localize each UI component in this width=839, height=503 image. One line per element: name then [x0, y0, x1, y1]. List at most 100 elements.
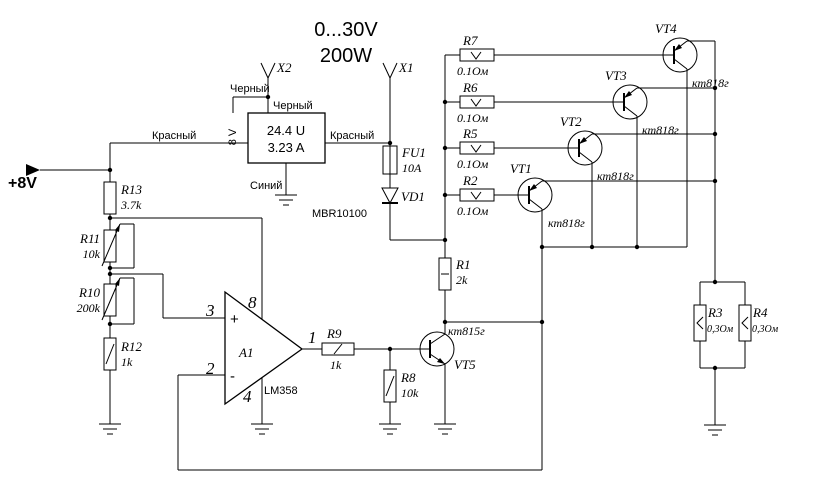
- pin-8-label: 8: [248, 293, 257, 312]
- resistor-r2: R2 0.1Ом: [457, 173, 495, 218]
- transistor-vt5: VT5 кт815г: [419, 324, 485, 372]
- resistor-value: 10k: [83, 247, 101, 261]
- resistor-value: 0.1Ом: [457, 157, 489, 171]
- resistor-value: 2k: [456, 273, 468, 287]
- junction-dots: [107, 85, 718, 371]
- resistor-body: [459, 95, 495, 109]
- resistor-r1: R1 2k: [438, 257, 470, 291]
- wires: [40, 40, 746, 471]
- transistor-part: кт818г: [548, 216, 585, 230]
- potentiometer-r11: R11 10k: [79, 223, 121, 267]
- potentiometer-r10: R10 200k: [77, 277, 121, 321]
- terminal-x2: X2: [260, 60, 292, 79]
- transistor-part: кт818г: [692, 76, 729, 90]
- resistor-body: [103, 337, 117, 371]
- transistor-vt3: VT3 кт818г: [605, 68, 679, 137]
- resistor-value: 1k: [121, 355, 133, 369]
- resistor-r3: R3 0,3Ом: [693, 304, 734, 342]
- input-arrow-icon: [26, 164, 40, 176]
- resistor-ref: R8: [400, 370, 416, 385]
- resistor-ref: R11: [79, 231, 100, 246]
- resistor-body: [383, 369, 397, 403]
- resistor-r4: R4 0,3Ом: [738, 304, 779, 342]
- transistor-vt2: VT2 кт818г: [560, 114, 634, 183]
- wire-label-red-left: Красный: [152, 130, 196, 142]
- resistor-value: 10k: [401, 386, 419, 400]
- transistor-part: кт818г: [642, 123, 679, 137]
- resistor-body: [459, 141, 495, 155]
- diode-symbol: [381, 187, 399, 205]
- transistor-body: [517, 177, 553, 213]
- resistor-r7: R7 0.1Ом: [457, 33, 495, 78]
- wire-label-8v: 8 V: [227, 128, 239, 145]
- resistor-ref: R5: [462, 126, 478, 141]
- ground-icon: [433, 423, 457, 435]
- resistor-value: 0.1Ом: [457, 204, 489, 218]
- resistor-ref: R12: [120, 339, 142, 354]
- resistor-ref: R1: [455, 257, 470, 272]
- plus-sign: +: [230, 311, 239, 328]
- resistor-r12: R12 1k: [103, 337, 142, 371]
- resistor-ref: R2: [462, 173, 478, 188]
- emitter-arrow-icon: [529, 184, 537, 191]
- resistor-body: [103, 229, 117, 263]
- resistor-body: [738, 304, 752, 342]
- terminal-x1: X1: [382, 60, 413, 79]
- resistor-value: 1k: [330, 358, 342, 372]
- title-block: 0...30V 200W: [314, 19, 378, 67]
- resistor-r6: R6 0.1Ом: [457, 80, 495, 125]
- opamp-part: LM358: [264, 385, 298, 397]
- power-title: 200W: [320, 45, 372, 67]
- wire-label-red-right: Красный: [330, 130, 374, 142]
- meter-module: 24.4 U 3.23 A Черный Черный Красный Крас…: [152, 83, 374, 192]
- wire-label-black-top: Черный: [230, 83, 270, 95]
- resistor-ref: R9: [326, 326, 342, 341]
- meter-current-readout: 3.23 A: [268, 140, 305, 155]
- resistor-value: 0,3Ом: [752, 324, 779, 335]
- diode-part: MBR10100: [312, 208, 367, 220]
- resistor-ref: R6: [462, 80, 478, 95]
- pin-4-label: 4: [243, 387, 252, 406]
- opamp-ref: A1: [238, 345, 253, 360]
- terminal-x2-label: X2: [276, 60, 292, 75]
- resistor-ref: R7: [462, 33, 478, 48]
- ground-icon: [378, 423, 402, 435]
- transistor-vt1: VT1 кт818г: [510, 161, 585, 230]
- resistor-r8: R8 10k: [383, 369, 419, 403]
- resistor-body: [459, 188, 495, 202]
- wire-label-blue: Синий: [250, 180, 282, 192]
- emitter-arrow-icon: [674, 44, 682, 51]
- opamp-a1: + - 3 2 8 4 1 A1 LM358: [205, 290, 317, 406]
- transistor-ref: VT3: [605, 68, 627, 83]
- transistor-body: [419, 331, 455, 367]
- resistor-body: [438, 257, 452, 291]
- supply-input: +8V: [8, 164, 40, 192]
- transistor-part: кт815г: [448, 324, 485, 338]
- transistor-part: кт818г: [597, 169, 634, 183]
- pin-2-label: 2: [206, 359, 215, 378]
- resistor-ref: R13: [120, 182, 142, 197]
- emitter-arrow-icon: [624, 91, 632, 98]
- transistor-body: [662, 37, 698, 73]
- resistor-body: [459, 48, 495, 62]
- resistor-body: [321, 342, 355, 356]
- transistor-ref: VT1: [510, 161, 532, 176]
- ground-icon: [250, 423, 274, 435]
- meter-voltage-readout: 24.4 U: [267, 123, 305, 138]
- pin-1-label: 1: [308, 328, 317, 347]
- transistor-ref: VT5: [454, 357, 476, 372]
- resistor-body: [103, 283, 117, 317]
- wire-label-black-side: Черный: [273, 100, 313, 112]
- wiper-arrow-icon: [115, 278, 120, 286]
- opamp-symbol: [224, 290, 304, 406]
- pin-3-label: 3: [205, 301, 215, 320]
- resistor-value: 0.1Ом: [457, 111, 489, 125]
- fuse-ref: FU1: [401, 145, 426, 160]
- resistor-ref: R3: [707, 305, 723, 320]
- resistor-value: 3.7k: [120, 198, 142, 212]
- meter-module-box: [247, 112, 326, 164]
- resistor-r5: R5 0.1Ом: [457, 126, 495, 171]
- emitter-arrow-icon: [579, 137, 587, 144]
